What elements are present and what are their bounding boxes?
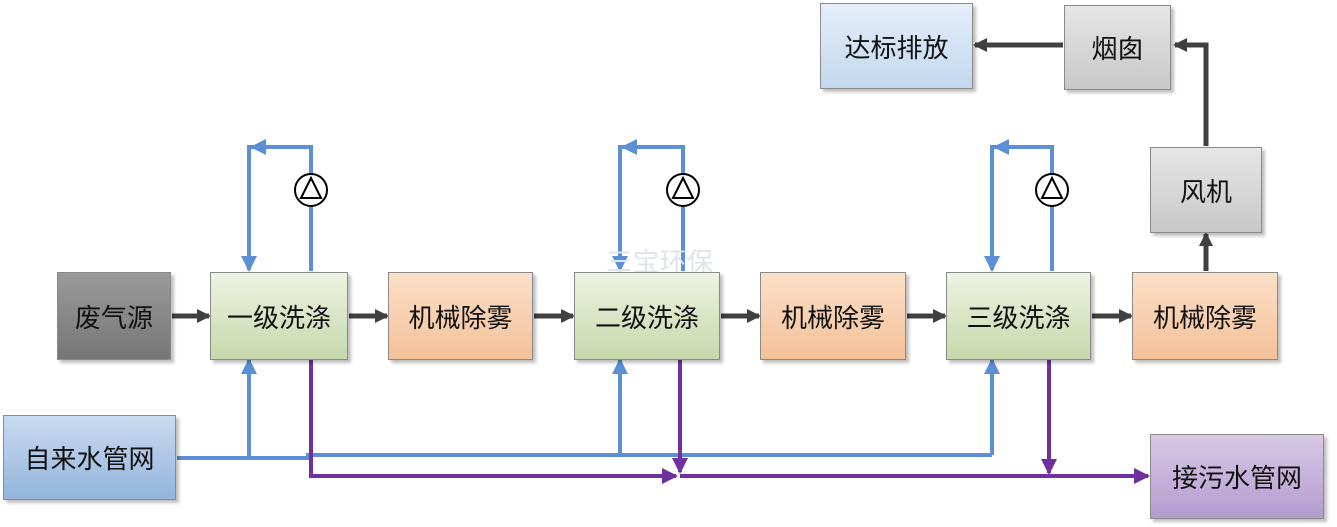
node-demister-2: 机械除雾 (760, 272, 906, 360)
pump-icon (294, 173, 328, 207)
node-scrubber-1: 一级洗涤 (210, 272, 348, 360)
node-demister-1: 机械除雾 (388, 272, 533, 360)
node-water-supply: 自来水管网 (3, 415, 176, 500)
pump-icon (666, 173, 700, 207)
node-fan: 风机 (1150, 147, 1262, 233)
node-demister-3: 机械除雾 (1132, 272, 1278, 360)
gas-arrow-fan-chimney (1173, 38, 1209, 146)
node-chimney: 烟囱 (1064, 5, 1171, 90)
node-scrubber-2: 二级洗涤 (574, 272, 720, 360)
waste-water-lines (309, 360, 1150, 484)
water-supply-main (177, 453, 992, 460)
node-sewer: 接污水管网 (1150, 434, 1324, 519)
node-gas-source: 废气源 (57, 272, 171, 360)
gas-flow-lines (172, 38, 1213, 323)
pump-icon (1035, 173, 1069, 207)
waste-from-scrub1 (309, 360, 678, 484)
recirc-loop-1 (241, 145, 313, 272)
recirc-loop-3 (984, 145, 1054, 272)
node-scrubber-3: 三级洗涤 (946, 272, 1091, 360)
node-discharge: 达标排放 (820, 3, 973, 89)
